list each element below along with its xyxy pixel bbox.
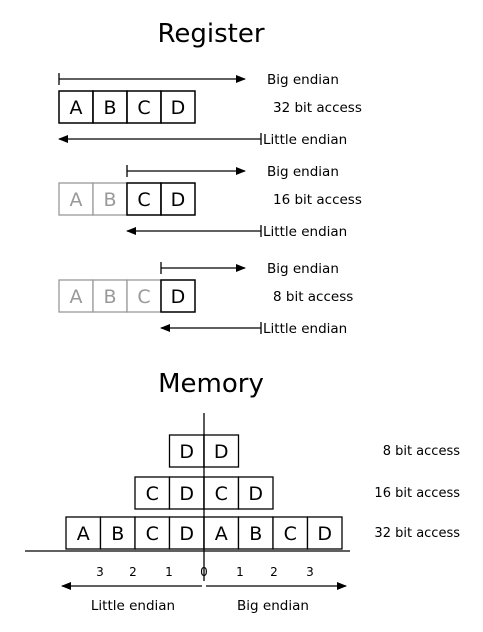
memory-16bit-cell-box xyxy=(237,476,274,510)
memory-32bit-cell-box xyxy=(99,516,136,550)
memory-16bit-cell-d: D xyxy=(179,483,194,505)
register-32bit-cell-a: A xyxy=(70,97,83,119)
memory-32bit-cell-c: C xyxy=(284,523,297,545)
memory-16bit-cell-box xyxy=(134,476,171,510)
memory-16bit-cell-box xyxy=(203,476,240,510)
register-8bit-cell-box xyxy=(92,279,128,313)
memory-offset-label: 0 xyxy=(200,565,208,579)
register-32bit-big-endian-label: Big endian xyxy=(267,72,339,88)
memory-32bit-cell-a: A xyxy=(215,523,228,545)
register-16bit-cell-b: B xyxy=(103,189,116,211)
register-16bit-cell-d: D xyxy=(171,189,186,211)
register-16bit-little-endian-label: Little endian xyxy=(263,224,347,240)
memory-offset-label: 2 xyxy=(270,565,278,579)
register-16bit-cell-c: C xyxy=(137,189,150,211)
register-8bit-little-endian-label: Little endian xyxy=(263,321,347,337)
register-16bit-cell-a: A xyxy=(70,189,83,211)
register-32bit-access-label: 32 bit access xyxy=(273,100,362,116)
memory-8bit-access-label: 8 bit access xyxy=(383,444,461,459)
memory-little-endian-label: Little endian xyxy=(91,598,175,614)
register-16bit-cell-box xyxy=(58,182,94,216)
register-32bit-cell-c: C xyxy=(137,97,150,119)
memory-16bit-cell-c: C xyxy=(146,483,159,505)
register-16bit-access-label: 16 bit access xyxy=(273,192,362,208)
memory-32bit-cell-box xyxy=(237,516,274,550)
memory-32bit-access-label: 32 bit access xyxy=(374,526,460,541)
memory-offset-label: 3 xyxy=(306,565,314,579)
memory-32bit-cell-box xyxy=(306,516,343,550)
register-8bit-active-border xyxy=(160,279,196,313)
register-32bit-active-border xyxy=(160,90,196,124)
memory-offset-label: 2 xyxy=(129,565,137,579)
register-8bit-big-endian-label: Big endian xyxy=(267,261,339,277)
memory-8bit-cell-d: D xyxy=(214,441,229,463)
memory-32bit-cell-box xyxy=(203,516,240,550)
memory-32bit-cell-d: D xyxy=(317,523,332,545)
memory-offset-label: 1 xyxy=(165,565,173,579)
memory-16bit-cell-d: D xyxy=(248,483,263,505)
memory-16bit-access-label: 16 bit access xyxy=(374,486,460,501)
memory-title: Memory xyxy=(158,369,264,399)
memory-32bit-cell-a: A xyxy=(77,523,90,545)
register-8bit-cell-a: A xyxy=(70,286,83,308)
memory-32bit-cell-b: B xyxy=(249,523,262,545)
register-8bit-cell-b: B xyxy=(103,286,116,308)
register-8bit-cell-d: D xyxy=(171,286,186,308)
register-32bit-cell-b: B xyxy=(103,97,116,119)
memory-32bit-cell-box xyxy=(272,516,309,550)
memory-offset-label: 3 xyxy=(96,565,104,579)
register-8bit-access-label: 8 bit access xyxy=(273,289,353,305)
register-32bit-little-endian-label: Little endian xyxy=(263,132,347,148)
memory-offset-label: 1 xyxy=(236,565,244,579)
memory-offsets: 3 2 1 0 1 2 3 xyxy=(96,565,314,579)
memory-big-endian-label: Big endian xyxy=(237,598,309,614)
memory-32bit-cell-d: D xyxy=(179,523,194,545)
register-16bit-active-border xyxy=(160,182,196,216)
memory-32bit-cell-c: C xyxy=(146,523,159,545)
memory-16bit-cell-c: C xyxy=(215,483,228,505)
register-32bit-cell-d: D xyxy=(171,97,186,119)
memory-32bit-cell-b: B xyxy=(111,523,124,545)
memory-axis xyxy=(25,413,350,581)
memory-8bit-cell-box xyxy=(203,434,240,468)
register-title: Register xyxy=(157,19,264,49)
memory-32bit-cell-box xyxy=(134,516,171,550)
register-16bit-big-endian-label: Big endian xyxy=(267,164,339,180)
register-8bit-cell-c: C xyxy=(137,286,150,308)
memory-8bit-cell-d: D xyxy=(179,441,194,463)
